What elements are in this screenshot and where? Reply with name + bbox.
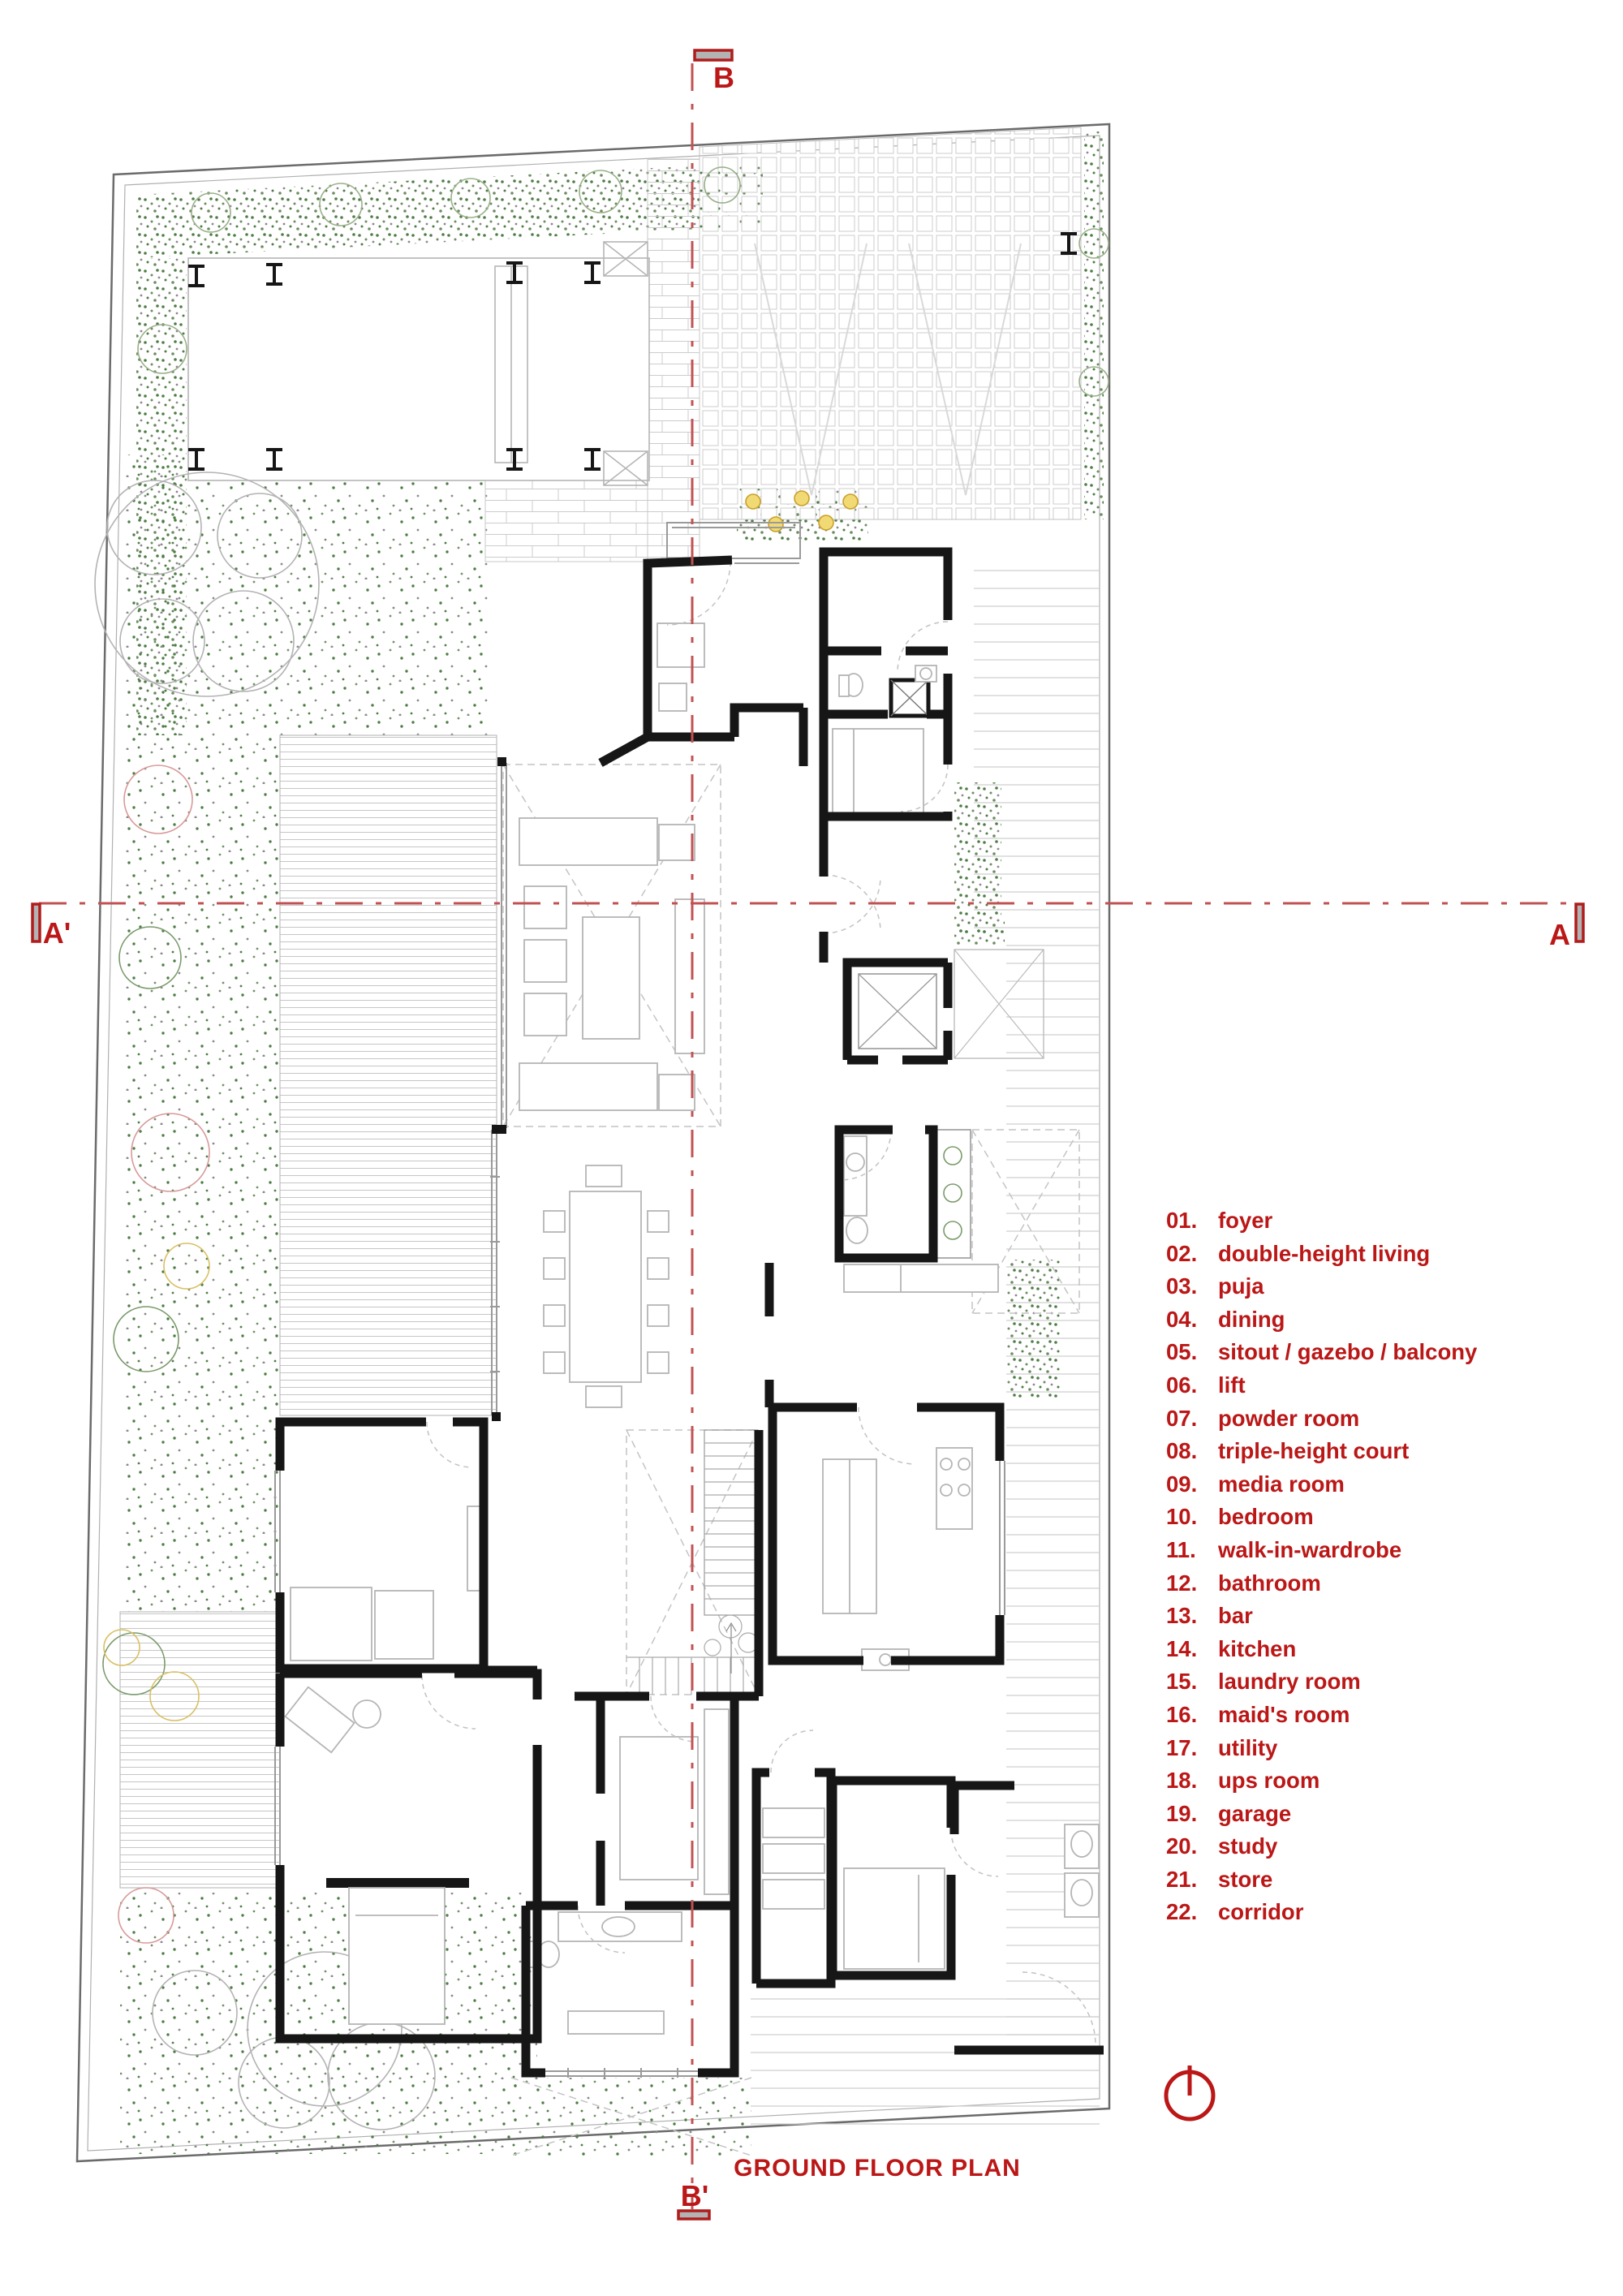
legend-item-label: study: [1218, 1833, 1278, 1859]
legend-item: 14. kitchen: [1166, 1633, 1477, 1666]
legend-item-number: 13.: [1166, 1603, 1198, 1629]
legend-item-label: kitchen: [1218, 1635, 1297, 1661]
section-label-b: B: [713, 61, 734, 94]
legend-item: 11. walk-in-wardrobe: [1166, 1534, 1477, 1567]
legend-item: 16. maid's room: [1166, 1699, 1477, 1732]
legend-item: 02. double-height living: [1166, 1238, 1477, 1271]
legend-item: 18. ups room: [1166, 1764, 1477, 1798]
legend-item: 15. laundry room: [1166, 1665, 1477, 1699]
legend-item-label: sitout / gazebo / balcony: [1218, 1339, 1478, 1365]
legend-item-number: 19.: [1166, 1800, 1198, 1826]
legend-item-number: 08.: [1166, 1438, 1198, 1464]
legend-item: 08. triple-height court: [1166, 1435, 1477, 1468]
house-walls: [275, 547, 1104, 2078]
legend-item: 21. store: [1166, 1863, 1477, 1897]
room-legend: 01. foyer 02. double-height living 03. p…: [1166, 1204, 1477, 1929]
legend-item-number: 16.: [1166, 1701, 1198, 1727]
legend-item: 19. garage: [1166, 1798, 1477, 1831]
section-marker-b-top: [693, 49, 734, 62]
section-marker-a-right: [1574, 902, 1585, 943]
legend-item: 01. foyer: [1166, 1204, 1477, 1238]
legend-item-number: 14.: [1166, 1635, 1198, 1661]
legend-item-label: puja: [1218, 1273, 1264, 1299]
legend-item: 17. utility: [1166, 1732, 1477, 1765]
legend-item-label: corridor: [1218, 1899, 1304, 1925]
drawing-title: GROUND FLOOR PLAN: [734, 2155, 1021, 2182]
legend-item-label: foyer: [1218, 1208, 1273, 1233]
section-marker-a-left: [31, 902, 41, 943]
section-lines: [31, 49, 1585, 2221]
legend-item-number: 09.: [1166, 1471, 1198, 1497]
legend-item-label: bedroom: [1218, 1504, 1314, 1530]
section-label-b-prime: B': [680, 2179, 709, 2212]
wall-end-caps: [492, 757, 506, 1421]
legend-item-number: 17.: [1166, 1734, 1198, 1760]
legend-item-number: 20.: [1166, 1833, 1198, 1859]
north-indicator-icon: [1164, 2066, 1216, 2122]
legend-item-number: 22.: [1166, 1899, 1198, 1925]
legend-item: 20. study: [1166, 1830, 1477, 1863]
legend-item-number: 21.: [1166, 1866, 1198, 1892]
legend-item: 13. bar: [1166, 1600, 1477, 1633]
section-label-a: A: [1549, 918, 1570, 951]
legend-item-label: laundry room: [1218, 1669, 1361, 1695]
legend-item: 22. corridor: [1166, 1896, 1477, 1929]
legend-item-number: 03.: [1166, 1273, 1198, 1299]
legend-item-label: utility: [1218, 1734, 1278, 1760]
legend-item-label: triple-height court: [1218, 1438, 1410, 1464]
legend-item-label: powder room: [1218, 1405, 1360, 1431]
legend-item: 10. bedroom: [1166, 1501, 1477, 1534]
gazebo-columns: [188, 232, 1077, 471]
legend-item-number: 15.: [1166, 1669, 1198, 1695]
legend-item-number: 02.: [1166, 1240, 1198, 1266]
legend-item-label: maid's room: [1218, 1701, 1350, 1727]
legend-item-number: 11.: [1166, 1536, 1196, 1562]
legend-item-label: garage: [1218, 1800, 1292, 1826]
legend-item-number: 01.: [1166, 1208, 1198, 1233]
windows: [274, 522, 1005, 2078]
garage: [754, 243, 1022, 496]
legend-item-number: 12.: [1166, 1570, 1198, 1596]
legend-item-label: media room: [1218, 1471, 1345, 1497]
legend-item: 12. bathroom: [1166, 1567, 1477, 1600]
legend-item: 09. media room: [1166, 1468, 1477, 1501]
section-label-a-prime: A': [42, 916, 71, 950]
legend-item: 06. lift: [1166, 1369, 1477, 1402]
gazebo: [187, 241, 650, 486]
legend-item-label: store: [1218, 1866, 1273, 1892]
legend-item: 04. dining: [1166, 1303, 1477, 1337]
legend-item-number: 07.: [1166, 1405, 1198, 1431]
legend-item-number: 06.: [1166, 1372, 1198, 1398]
legend-item-number: 18.: [1166, 1768, 1198, 1794]
door-swings: [421, 561, 1096, 2046]
furniture: [284, 622, 1100, 2035]
legend-item: 03. puja: [1166, 1270, 1477, 1303]
legend-item-label: bathroom: [1218, 1570, 1321, 1596]
legend-item-number: 04.: [1166, 1306, 1198, 1332]
legend-item: 07. powder room: [1166, 1402, 1477, 1436]
legend-item-number: 10.: [1166, 1504, 1198, 1530]
section-marker-b-bottom: [677, 2209, 711, 2221]
legend-item-label: lift: [1218, 1372, 1246, 1398]
legend-item-label: bar: [1218, 1603, 1253, 1629]
legend-item-label: double-height living: [1218, 1240, 1431, 1266]
legend-item-label: ups room: [1218, 1768, 1320, 1794]
legend-item-label: dining: [1218, 1306, 1285, 1332]
legend-item: 05. sitout / gazebo / balcony: [1166, 1336, 1477, 1369]
legend-item-label: walk-in-wardrobe: [1218, 1536, 1402, 1562]
legend-item-number: 05.: [1166, 1339, 1198, 1365]
